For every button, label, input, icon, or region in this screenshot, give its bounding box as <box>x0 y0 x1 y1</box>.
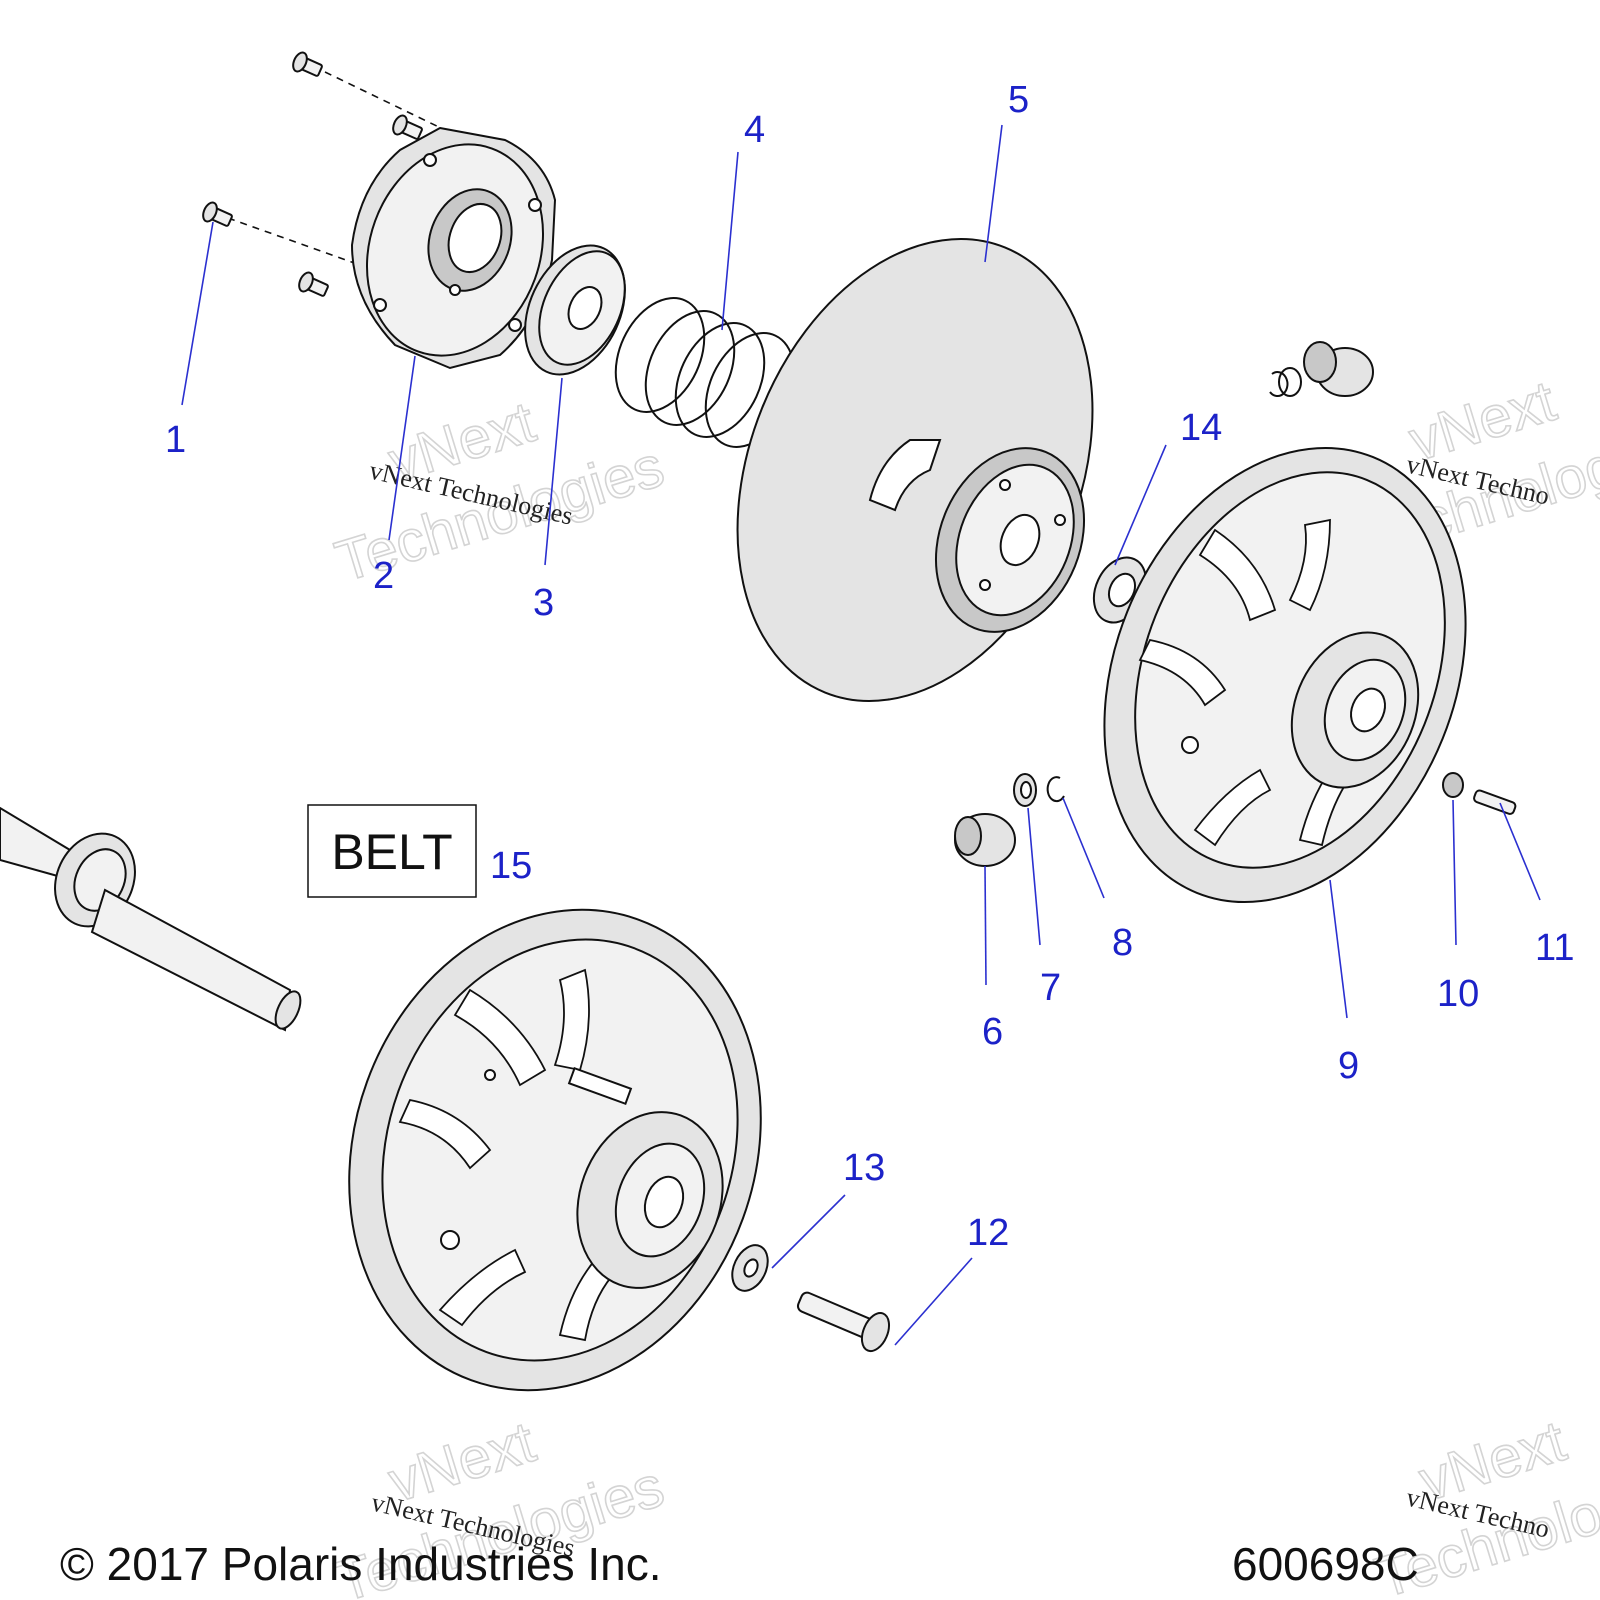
callout-14: 14 <box>1180 407 1222 449</box>
part-9-moveable-sheave <box>1103 446 1467 904</box>
part-10-bushing <box>1442 772 1464 798</box>
belt-label: BELT <box>331 824 452 880</box>
callout-15: 15 <box>490 845 532 887</box>
belt-label-box: BELT <box>307 804 477 898</box>
part-13-washer <box>731 1244 769 1292</box>
callout-1: 1 <box>165 419 186 461</box>
copyright-text: © 2017 Polaris Industries Inc. <box>60 1538 662 1590</box>
part-2-cover-plate <box>350 126 557 370</box>
part-7-washer <box>1013 773 1037 807</box>
callout-10: 10 <box>1437 973 1479 1015</box>
leader-lines <box>181 124 1541 1346</box>
callout-3: 3 <box>533 582 554 624</box>
shaft <box>0 806 302 1032</box>
part-11-pin <box>1473 789 1517 815</box>
part-1-screws <box>202 51 446 297</box>
callout-11: 11 <box>1535 927 1574 969</box>
part-5-sheave <box>736 238 1094 702</box>
part-6-roller <box>954 813 1016 867</box>
callout-6: 6 <box>982 1011 1003 1053</box>
callout-8: 8 <box>1112 922 1133 964</box>
part-12-bolt <box>796 1291 891 1353</box>
callout-9: 9 <box>1338 1045 1359 1087</box>
part-3-washer <box>524 244 626 376</box>
lower-sheave-assembly <box>348 908 762 1392</box>
callout-5: 5 <box>1008 79 1029 121</box>
drawing-number: 600698C <box>1232 1538 1419 1590</box>
part-roller-upper <box>1269 341 1374 397</box>
callout-12: 12 <box>967 1212 1009 1254</box>
callout-2: 2 <box>373 555 394 597</box>
callout-4: 4 <box>744 109 765 151</box>
part-8-clip <box>1046 776 1065 803</box>
belt-box-frame <box>307 804 477 898</box>
callout-7: 7 <box>1040 967 1061 1009</box>
callout-13: 13 <box>843 1147 885 1189</box>
callout-labels: 1 2 3 4 5 6 7 8 9 10 11 12 13 14 15 <box>165 79 1574 1254</box>
